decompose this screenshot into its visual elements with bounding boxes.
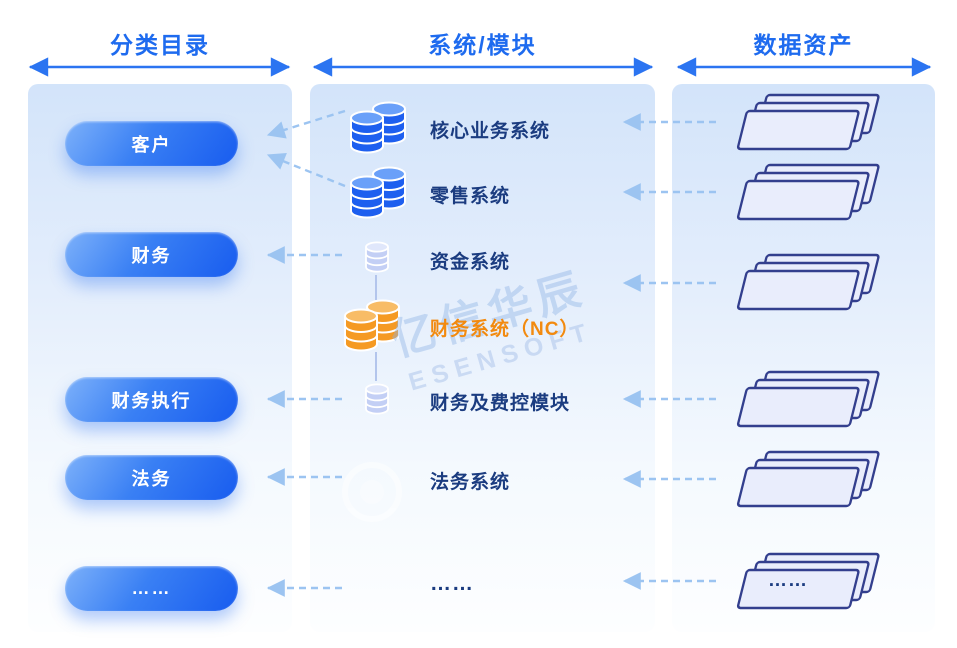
catalog-header: 分类目录 xyxy=(110,32,210,58)
catalog-item-customer: 客户 xyxy=(65,121,238,166)
systems-header: 系统/模块 xyxy=(428,32,537,58)
systems-panel xyxy=(310,84,655,632)
system-label-legal: 法务系统 xyxy=(430,472,511,493)
catalog-panel xyxy=(28,84,292,632)
catalog-item-finance-execution: 财务执行 xyxy=(65,377,238,422)
system-label-more: …… xyxy=(430,572,474,595)
assets-panel xyxy=(672,84,935,632)
system-label-retail: 零售系统 xyxy=(430,186,511,207)
catalog-item-legal: 法务 xyxy=(65,455,238,500)
system-label-capital: 资金系统 xyxy=(430,252,511,273)
asset-stack-more-dots: …… xyxy=(768,570,808,591)
system-label-nc-finance: 财务系统（NC） xyxy=(430,319,580,340)
catalog-item-finance: 财务 xyxy=(65,232,238,277)
system-label-core-business: 核心业务系统 xyxy=(430,121,551,142)
assets-header: 数据资产 xyxy=(753,32,854,58)
system-label-expense-control: 财务及费控模块 xyxy=(430,393,571,414)
catalog-item-more: …… xyxy=(65,566,238,611)
